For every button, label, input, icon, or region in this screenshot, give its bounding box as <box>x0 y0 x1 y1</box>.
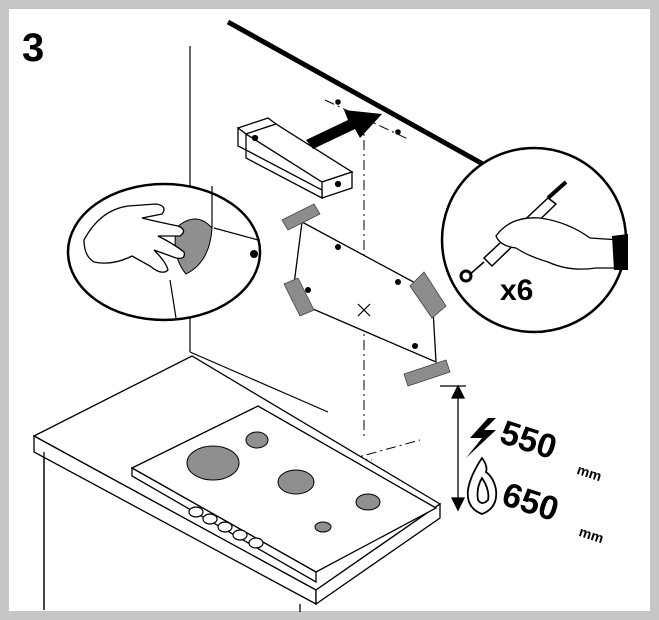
burners <box>186 431 381 533</box>
control-knobs <box>188 506 264 549</box>
wipe-detail <box>66 182 262 322</box>
step-number: 3 <box>22 26 45 70</box>
mounting-bracket <box>236 117 354 200</box>
electric-height-value: 550 <box>496 413 562 467</box>
flame-icon <box>466 456 498 515</box>
height-dimension <box>440 384 466 512</box>
electric-height-unit: mm <box>575 461 604 484</box>
hand-icon <box>83 203 185 273</box>
marking-detail: x6 <box>440 146 628 334</box>
gas-height-value: 650 <box>498 475 564 529</box>
lightning-icon <box>466 418 496 458</box>
arrow-icon <box>306 110 382 149</box>
adhesive-tapes <box>281 203 451 387</box>
marking-count: x6 <box>500 274 533 307</box>
screw-holes <box>335 99 401 135</box>
drilling-template <box>291 220 437 364</box>
gas-height-unit: mm <box>577 523 606 546</box>
hob <box>130 405 438 584</box>
